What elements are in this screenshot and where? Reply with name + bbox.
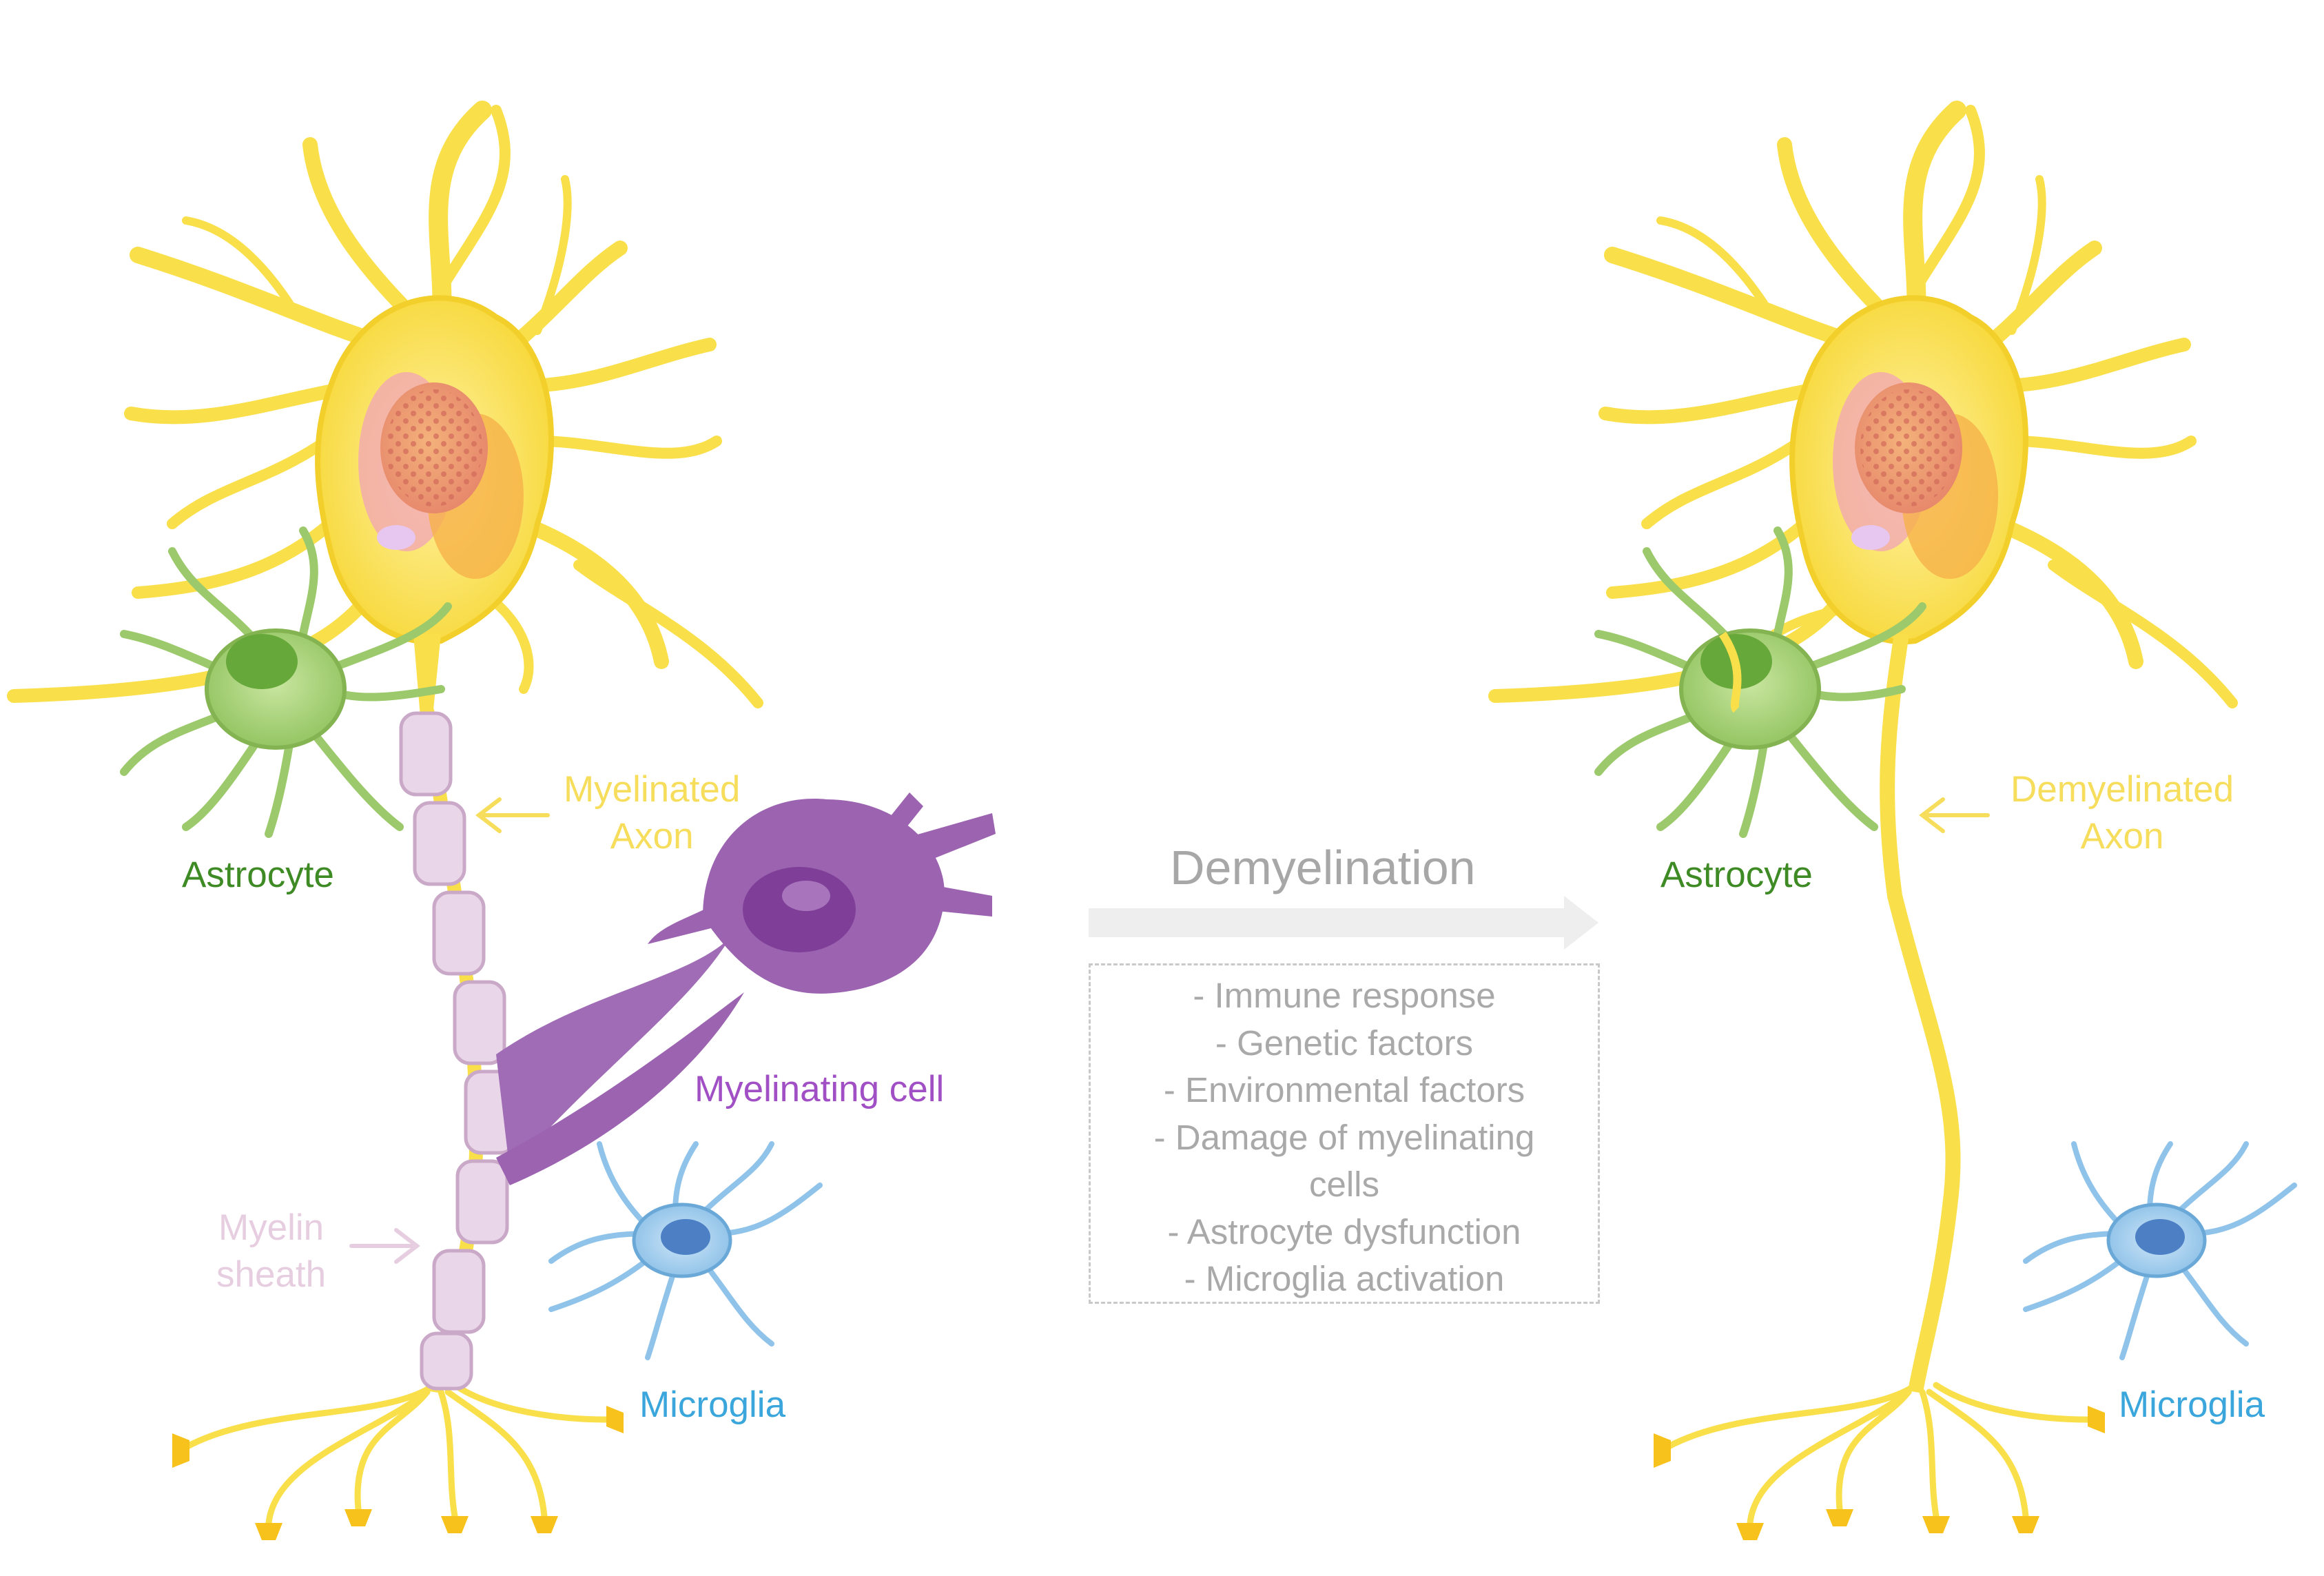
myelin-sheath-arrow [349,1228,420,1264]
right-microglia-label: Microglia [2119,1384,2265,1425]
factor-item: - Immune response [1193,976,1496,1015]
myelin-sheath-label-line2: sheath [216,1254,327,1295]
myelinated-axon-label-line2: Axon [610,816,694,857]
left-microglia-label: Microglia [639,1384,786,1425]
demyelinated-axon-label-line1: Demyelinated [2011,769,2234,810]
factor-item: - Genetic factors [1215,1023,1474,1063]
demyelination-title: Demyelination [1170,841,1476,894]
left-astrocyte-illustration [120,526,452,838]
myelinated-axon-label: Myelinated Axon [564,766,740,860]
left-microglia-illustration [548,1141,823,1360]
myelinated-axon-label-line1: Myelinated [564,769,741,810]
factor-item: - Microglia activation [1184,1259,1505,1298]
demyelinated-axon-label: Demyelinated Axon [2011,766,2234,860]
myelinating-cell-label: Myelinating cell [695,1069,945,1109]
factor-item: cells [1308,1165,1380,1204]
myelin-sheath-label-line1: Myelin [218,1207,325,1248]
right-astrocyte-label: Astrocyte [1660,854,1813,895]
myelin-sheath-segments [399,711,517,1391]
factor-item: - Environmental factors [1163,1070,1525,1109]
right-neuron [1488,101,2238,1540]
myelinated-axon-arrow [475,797,550,833]
myelinating-cell-illustration [496,792,996,1185]
factors-box: - Immune response - Genetic factors - En… [1089,963,1600,1304]
demyelinated-axon-label-line2: Axon [2080,816,2164,857]
demyelinated-axon-arrow [1919,797,1990,833]
left-neuron [7,101,763,1540]
right-microglia-illustration [2023,1141,2297,1360]
myelin-sheath-label: Myelin sheath [216,1205,326,1298]
factor-item: - Astrocyte dysfunction [1167,1211,1521,1251]
left-astrocyte-label: Astrocyte [182,854,334,895]
right-astrocyte-illustration [1594,526,1926,838]
demyelination-arrow [1089,896,1598,950]
factor-item: - Damage of myelinating [1153,1117,1535,1157]
